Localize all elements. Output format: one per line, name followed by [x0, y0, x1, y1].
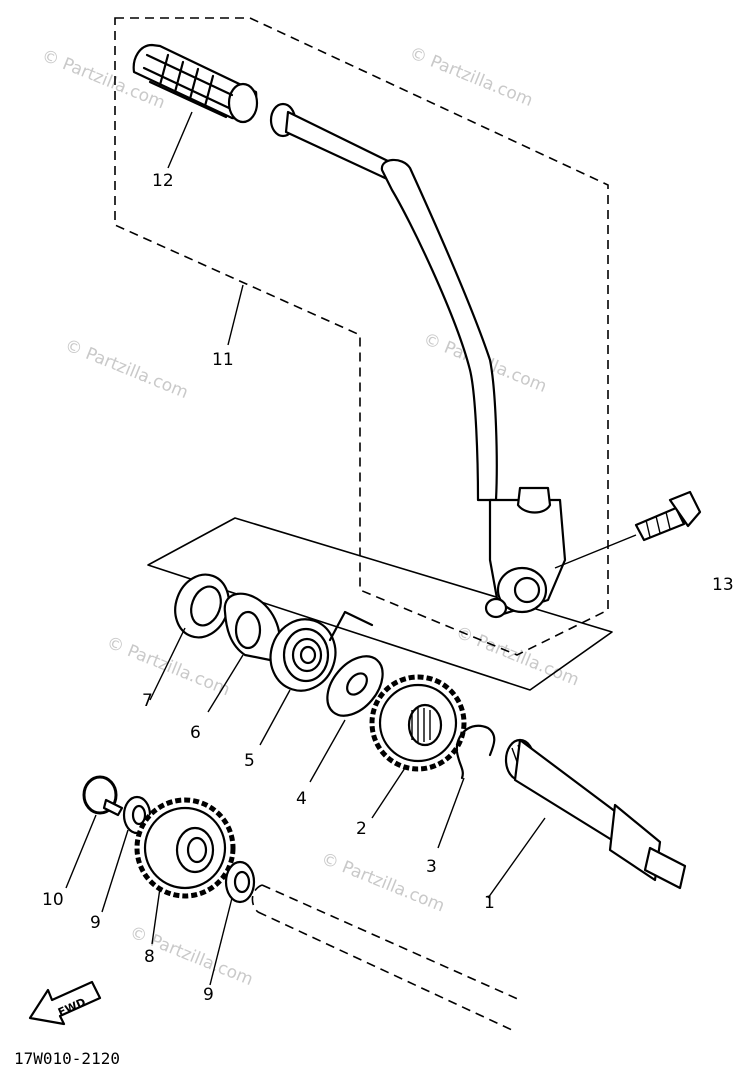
leader-11 [227, 284, 244, 346]
watermark: © Partzilla.com [62, 335, 191, 403]
kick-lever [269, 102, 567, 619]
driven-gear-part [134, 797, 236, 945]
watermark: © Partzilla.com [406, 43, 535, 111]
part-label-1: 1 [484, 893, 495, 913]
washer-9-lower [209, 860, 256, 986]
leader-12 [167, 111, 193, 169]
part-label-8: 8 [144, 947, 155, 967]
part-label-9b: 9 [203, 985, 214, 1005]
shaft-phantom [251, 884, 521, 1031]
kick-gear-part [369, 674, 467, 819]
grip-part [132, 43, 259, 124]
lever-assembly-outline [114, 17, 609, 656]
kick-axle-part [487, 738, 687, 899]
part-label-3: 3 [426, 857, 437, 877]
part-label-5: 5 [244, 751, 255, 771]
part-label-10: 10 [42, 890, 64, 910]
bolt-part [554, 490, 702, 569]
fwd-arrow-icon: FWD [28, 980, 102, 1026]
part-label-4: 4 [296, 789, 307, 809]
part-label-7: 7 [142, 691, 153, 711]
part-label-12: 12 [152, 171, 174, 191]
part-label-6: 6 [190, 723, 201, 743]
part-label-9a: 9 [90, 913, 101, 933]
watermark: © Partzilla.com [104, 633, 233, 701]
circlip-part [65, 775, 124, 889]
part-label-11: 11 [212, 350, 234, 370]
inner-parts-outline [147, 517, 613, 691]
diagram-code: 17W010-2120 [14, 1049, 120, 1068]
part-label-13: 13 [712, 575, 734, 595]
part-label-2: 2 [356, 819, 367, 839]
clip-part [437, 724, 496, 849]
washer-part [309, 655, 384, 783]
spring-part [259, 610, 374, 746]
